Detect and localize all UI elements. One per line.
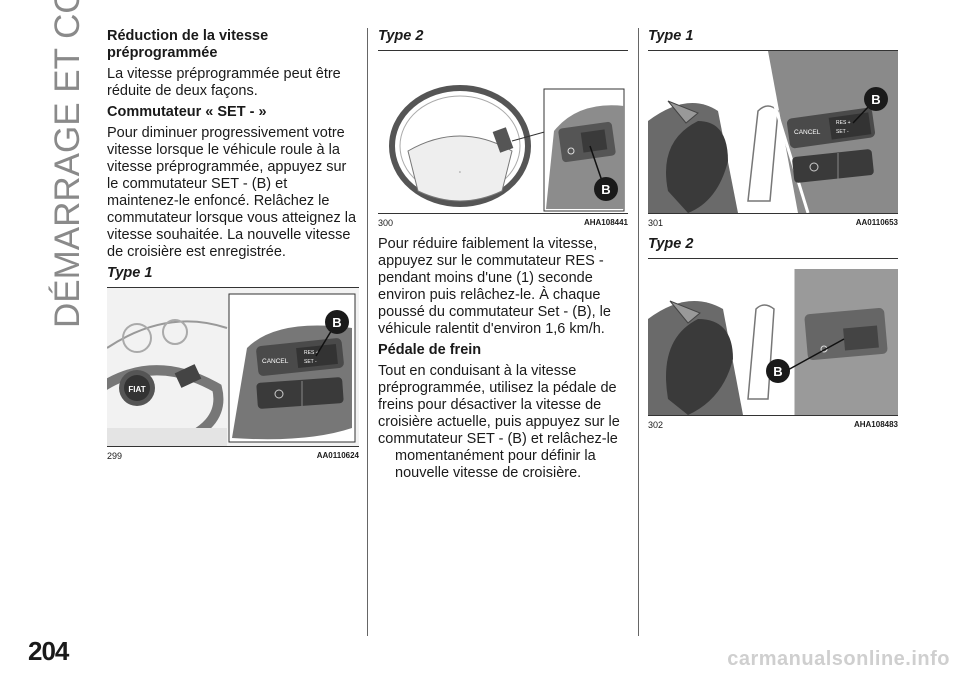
type-label: Type 2 xyxy=(648,236,694,252)
callout-b: B xyxy=(871,92,880,107)
set-switch-paragraph: Pour diminuer progressivement votre vite… xyxy=(107,125,357,260)
figure-code: AA0110653 xyxy=(855,218,898,227)
fiat-badge: FIAT xyxy=(128,385,145,394)
figure-number: 299 xyxy=(107,451,123,461)
callout-b: B xyxy=(601,182,610,197)
res-label: RES + xyxy=(304,350,319,356)
figure-302-illustration: B xyxy=(648,259,898,415)
brake-pedal-paragraph: Tout en conduisant à la vitesse préprogr… xyxy=(378,363,620,447)
column-2: Type 2 • B 300 AHA108441 Pour réduire fa… xyxy=(378,28,628,486)
res-switch-paragraph: Pour réduire faiblement la vitesse, appu… xyxy=(378,236,611,337)
figure-301-illustration: CANCEL RES + SET - B xyxy=(648,51,898,213)
callout-b: B xyxy=(773,364,782,379)
set-label: SET - xyxy=(304,359,317,365)
subheading-brake-pedal: Pédale de frein xyxy=(378,342,482,358)
figure-code: AA0110624 xyxy=(316,451,359,460)
callout-b: B xyxy=(332,315,341,330)
page-number: 204 xyxy=(28,636,69,666)
watermark: carmanualsonline.info xyxy=(727,648,950,670)
res-label: RES + xyxy=(836,120,851,126)
type-label: Type 1 xyxy=(648,28,694,44)
column-divider xyxy=(638,28,639,636)
figure-code: AHA108483 xyxy=(853,420,898,429)
cancel-label: CANCEL xyxy=(262,358,289,365)
figure-302-caption: 302 AHA108483 xyxy=(648,420,898,430)
svg-text:•: • xyxy=(459,169,461,174)
side-section-title: DÉMARRAGE ET CONDUITE xyxy=(48,0,92,328)
figure-300-illustration: • B xyxy=(378,51,628,213)
figure-301: CANCEL RES + SET - B xyxy=(648,50,898,214)
figure-302: B xyxy=(648,258,898,416)
figure-number: 301 xyxy=(648,218,664,228)
figure-number: 302 xyxy=(648,420,664,430)
figure-299: FIAT CANCEL RES + SET - B xyxy=(107,287,359,447)
brake-pedal-paragraph-cont: momentanément pour définir la nouvelle v… xyxy=(395,448,596,481)
column-divider xyxy=(367,28,368,636)
figure-300-caption: 300 AHA108441 xyxy=(378,218,628,228)
figure-299-caption: 299 AA0110624 xyxy=(107,451,359,461)
figure-number: 300 xyxy=(378,218,394,228)
figure-301-caption: 301 AA0110653 xyxy=(648,218,898,228)
figure-code: AHA108441 xyxy=(583,218,628,227)
subheading-set-switch: Commutateur « SET - » xyxy=(107,104,267,120)
cancel-label: CANCEL xyxy=(794,129,821,136)
section-heading: Réduction de la vitesse préprogrammée xyxy=(107,28,269,61)
figure-300: • B xyxy=(378,50,628,214)
type-label: Type 2 xyxy=(378,28,424,44)
set-label: SET - xyxy=(836,129,849,135)
side-section-title-text: DÉMARRAGE ET CONDUITE xyxy=(48,0,87,328)
figure-299-illustration: FIAT CANCEL RES + SET - B xyxy=(107,288,359,446)
intro-paragraph: La vitesse préprogrammée peut être rédui… xyxy=(107,66,341,99)
type-label: Type 1 xyxy=(107,265,153,281)
column-1: Réduction de la vitesse préprogrammée La… xyxy=(107,28,359,469)
column-3: Type 1 CANCEL RES + SET - B 301 AA011065… xyxy=(648,28,898,438)
